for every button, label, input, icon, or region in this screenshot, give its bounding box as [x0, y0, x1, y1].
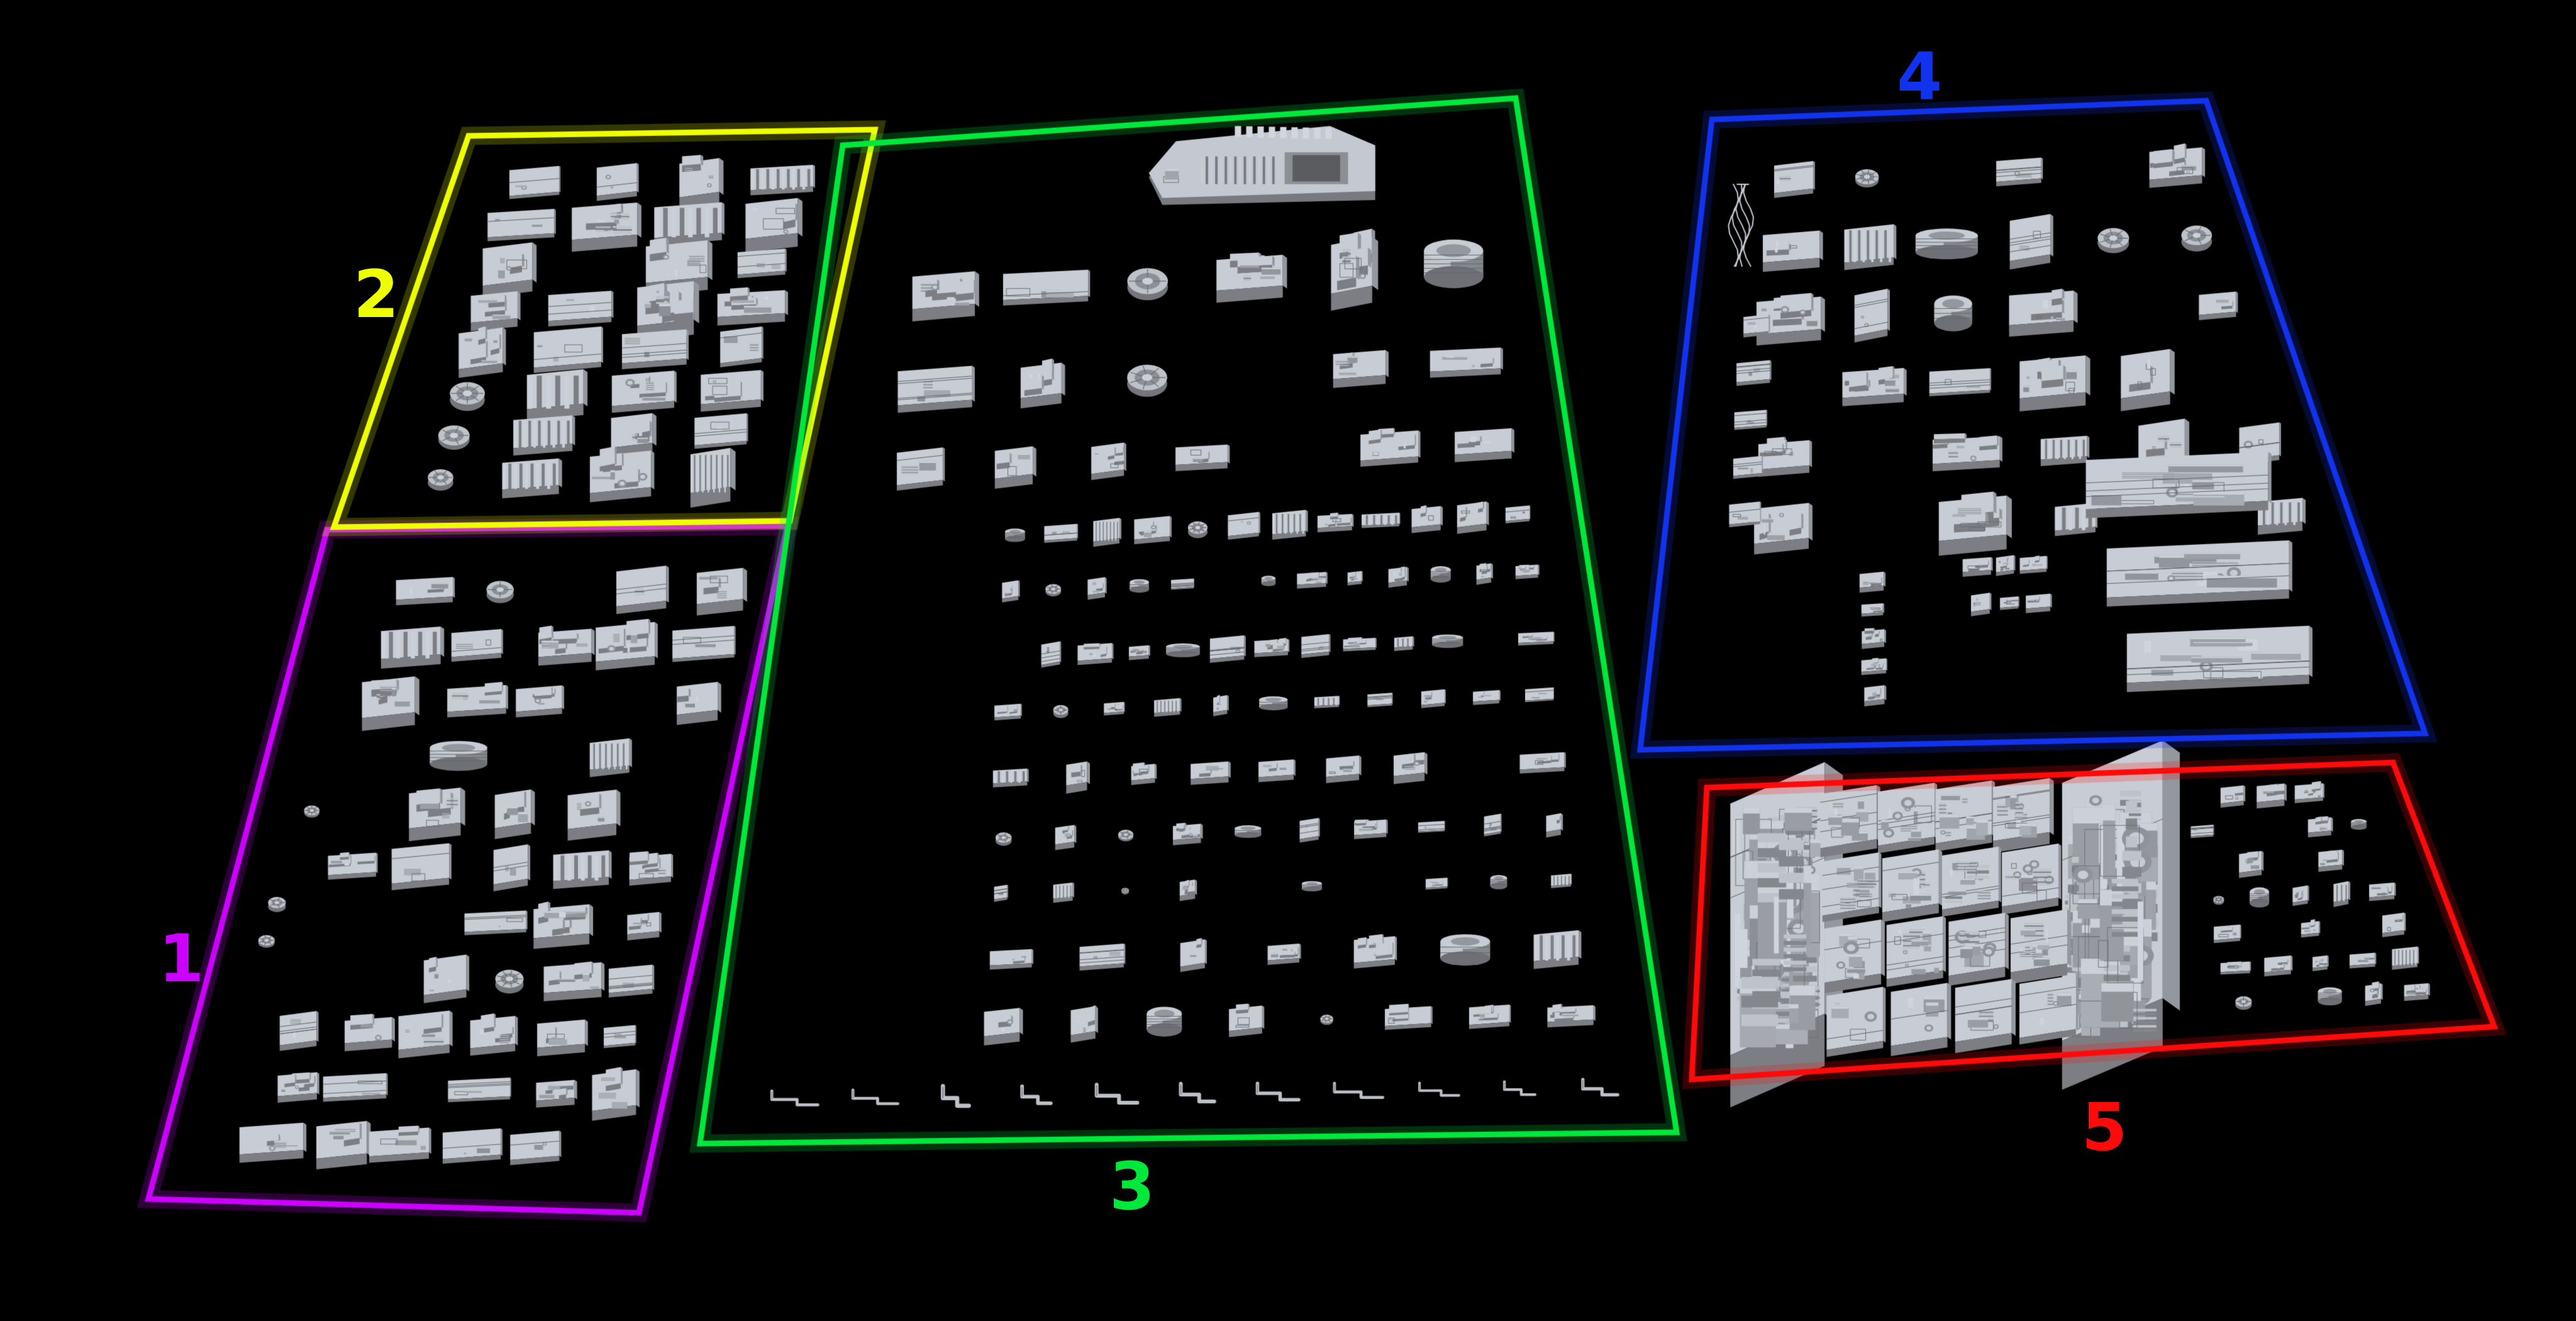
region-label-5: 5 [2082, 1089, 2128, 1166]
region-label-3: 3 [1109, 1148, 1155, 1225]
region-label-4: 4 [1897, 38, 1943, 115]
region-label-1: 1 [158, 920, 204, 997]
region-label-2: 2 [353, 256, 399, 333]
